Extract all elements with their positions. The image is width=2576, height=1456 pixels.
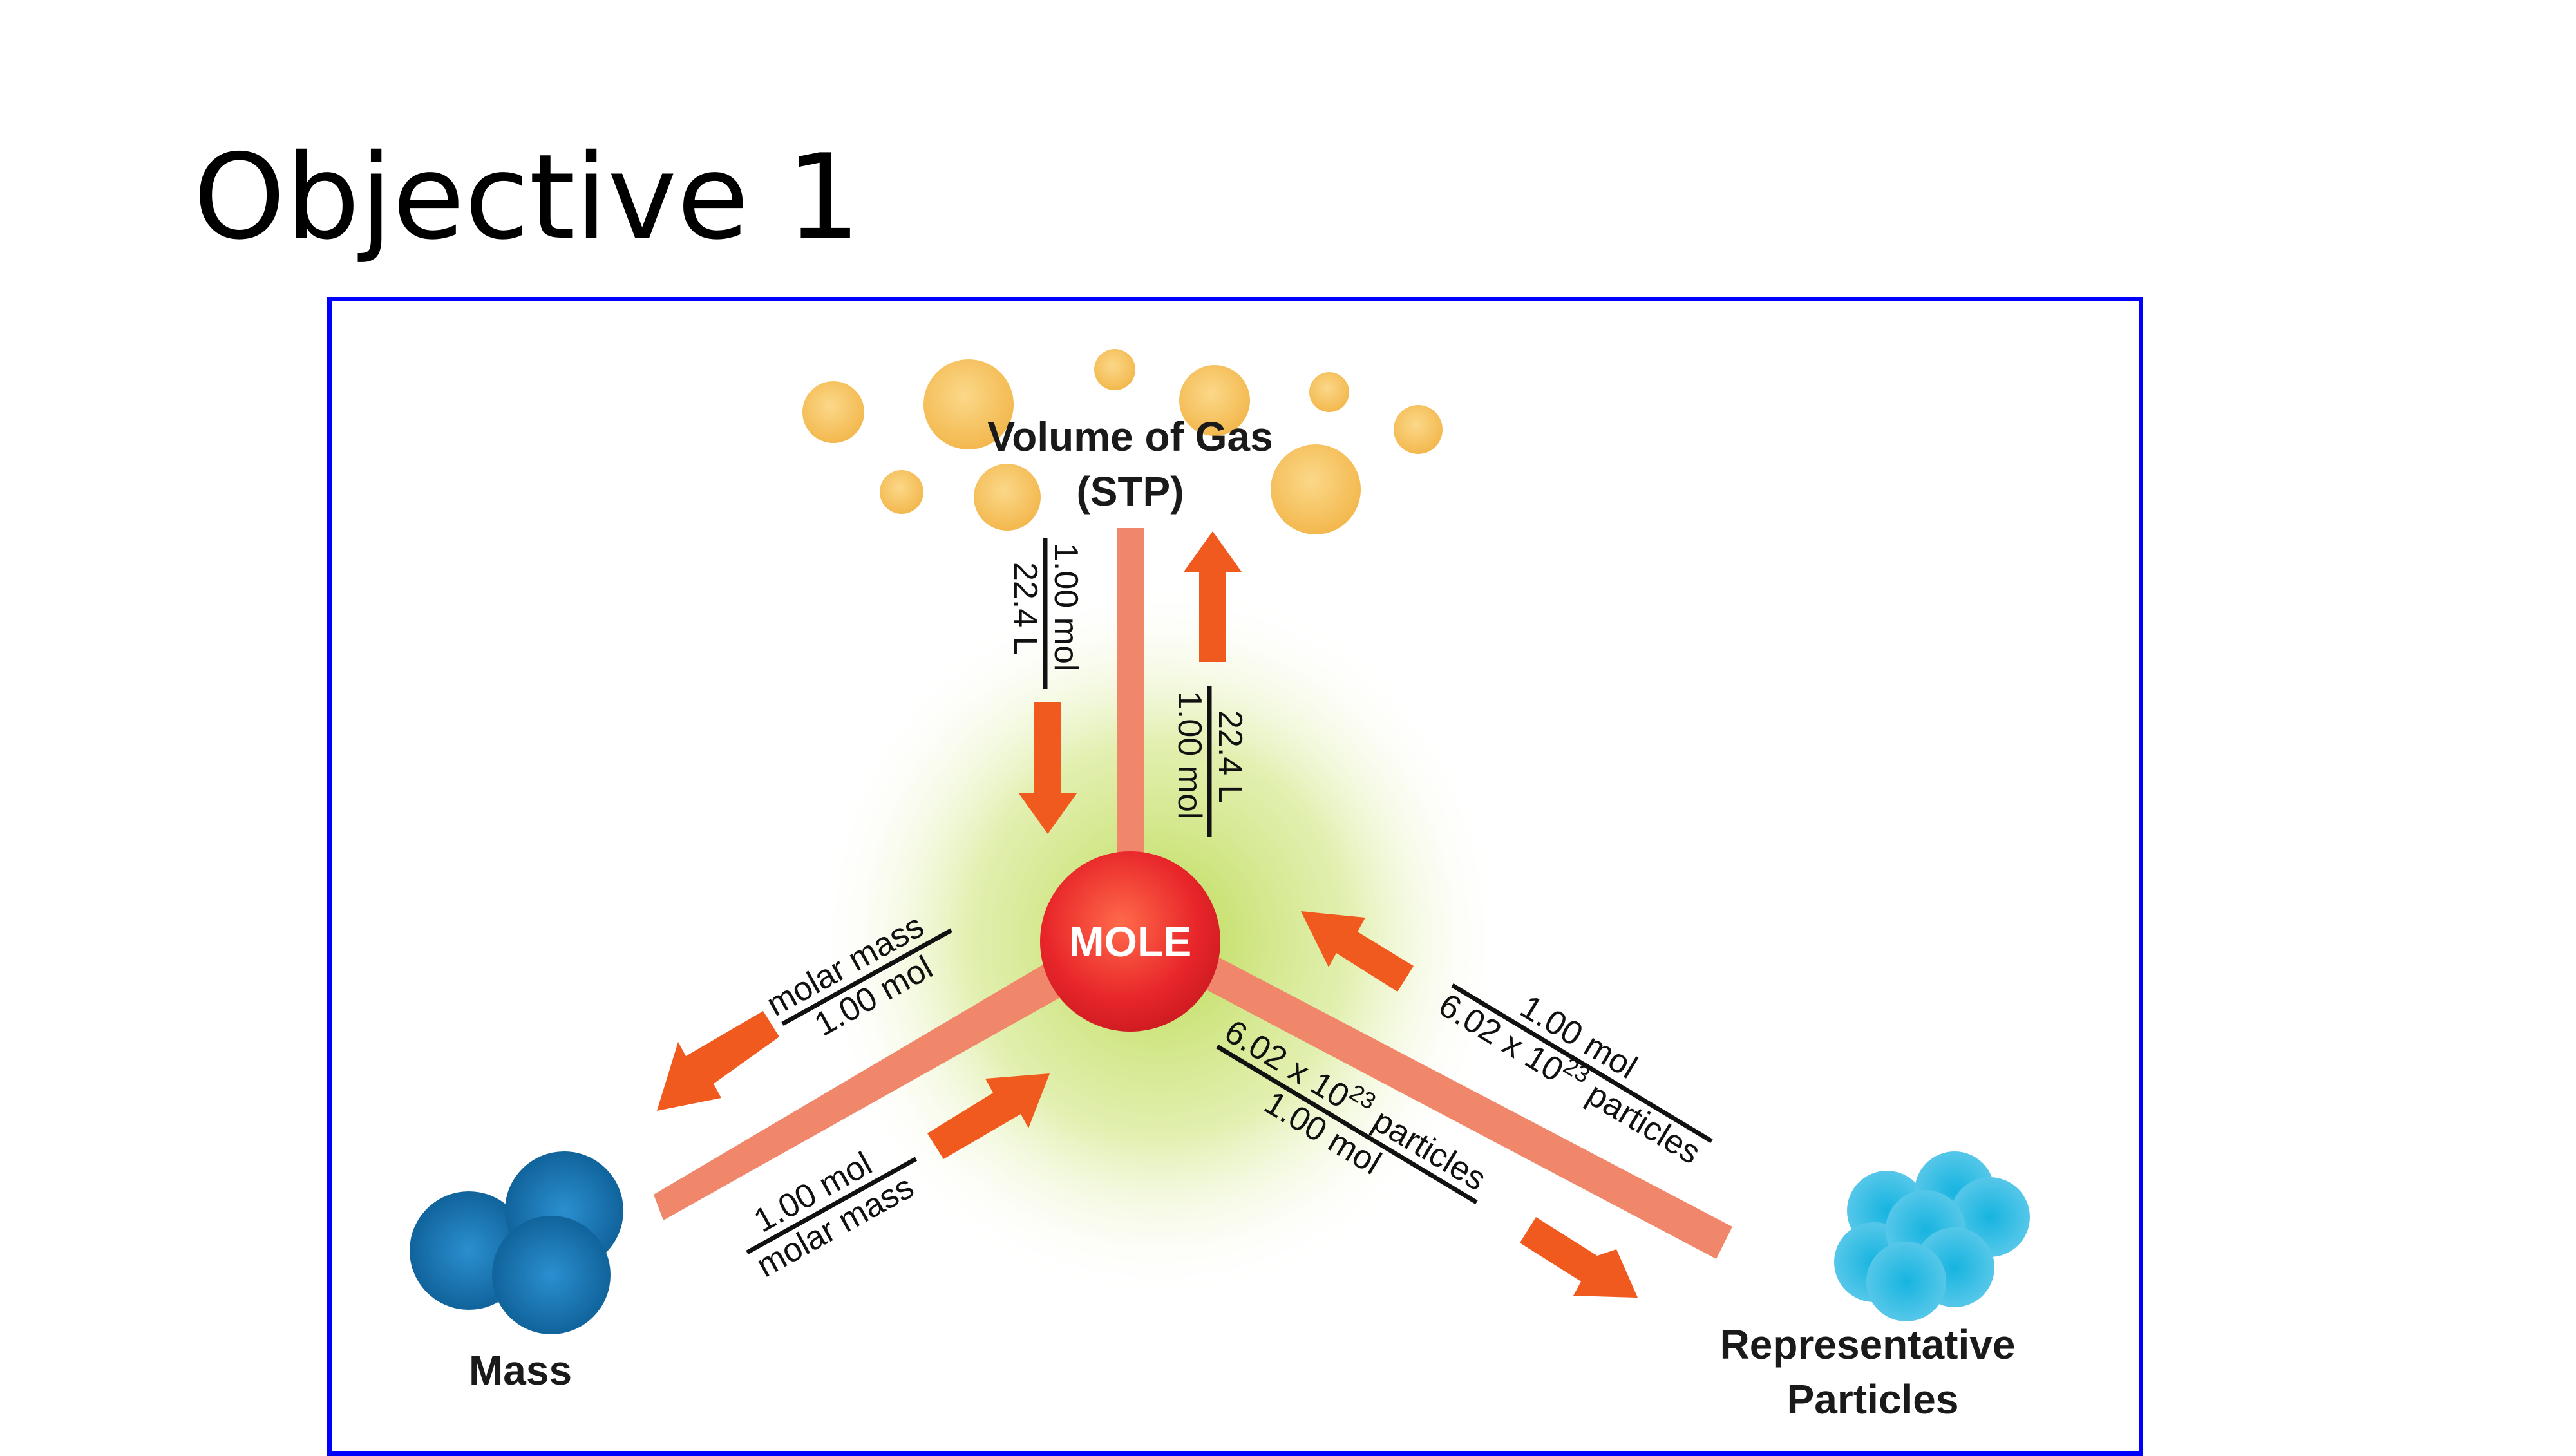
fraction-mole-to-gas: 22.4 L 1.00 mol (1171, 686, 1249, 837)
fraction-denominator: 22.4 L (1007, 562, 1044, 656)
mass-icon (410, 1151, 623, 1334)
fraction-numerator: 1.00 mol (1047, 543, 1084, 671)
arrow-down-icon (1019, 702, 1077, 834)
arrow-to-mole-from-particles-icon (1301, 911, 1414, 992)
mole-node: MOLE (1040, 851, 1220, 1032)
connector-mass (654, 953, 1082, 1220)
fraction-gas-to-mole: 1.00 mol 22.4 L (1007, 538, 1084, 689)
arrow-to-mole-from-mass-icon (927, 1073, 1050, 1159)
gas-particles-icon (802, 349, 1443, 534)
particles-icon (1834, 1151, 2030, 1321)
arrow-up-icon (1184, 531, 1242, 662)
slide-title: Objective 1 (193, 129, 861, 265)
fraction-numerator: 22.4 L (1211, 710, 1249, 804)
mass-node-label: Mass (469, 1347, 572, 1394)
particles-node-label: Representative (1720, 1321, 2016, 1368)
connector-particles (1198, 953, 1732, 1259)
gas-node-sublabel: (STP) (1076, 468, 1184, 515)
fraction-denominator: 1.00 mol (1171, 691, 1208, 819)
mole-label: MOLE (1069, 918, 1192, 965)
connector-gas (1117, 528, 1144, 889)
arrow-to-mass-icon (657, 1011, 779, 1111)
particles-node-sublabel: Particles (1787, 1376, 1959, 1423)
gas-node-label: Volume of Gas (987, 413, 1273, 460)
arrow-to-particles-icon (1520, 1217, 1638, 1298)
